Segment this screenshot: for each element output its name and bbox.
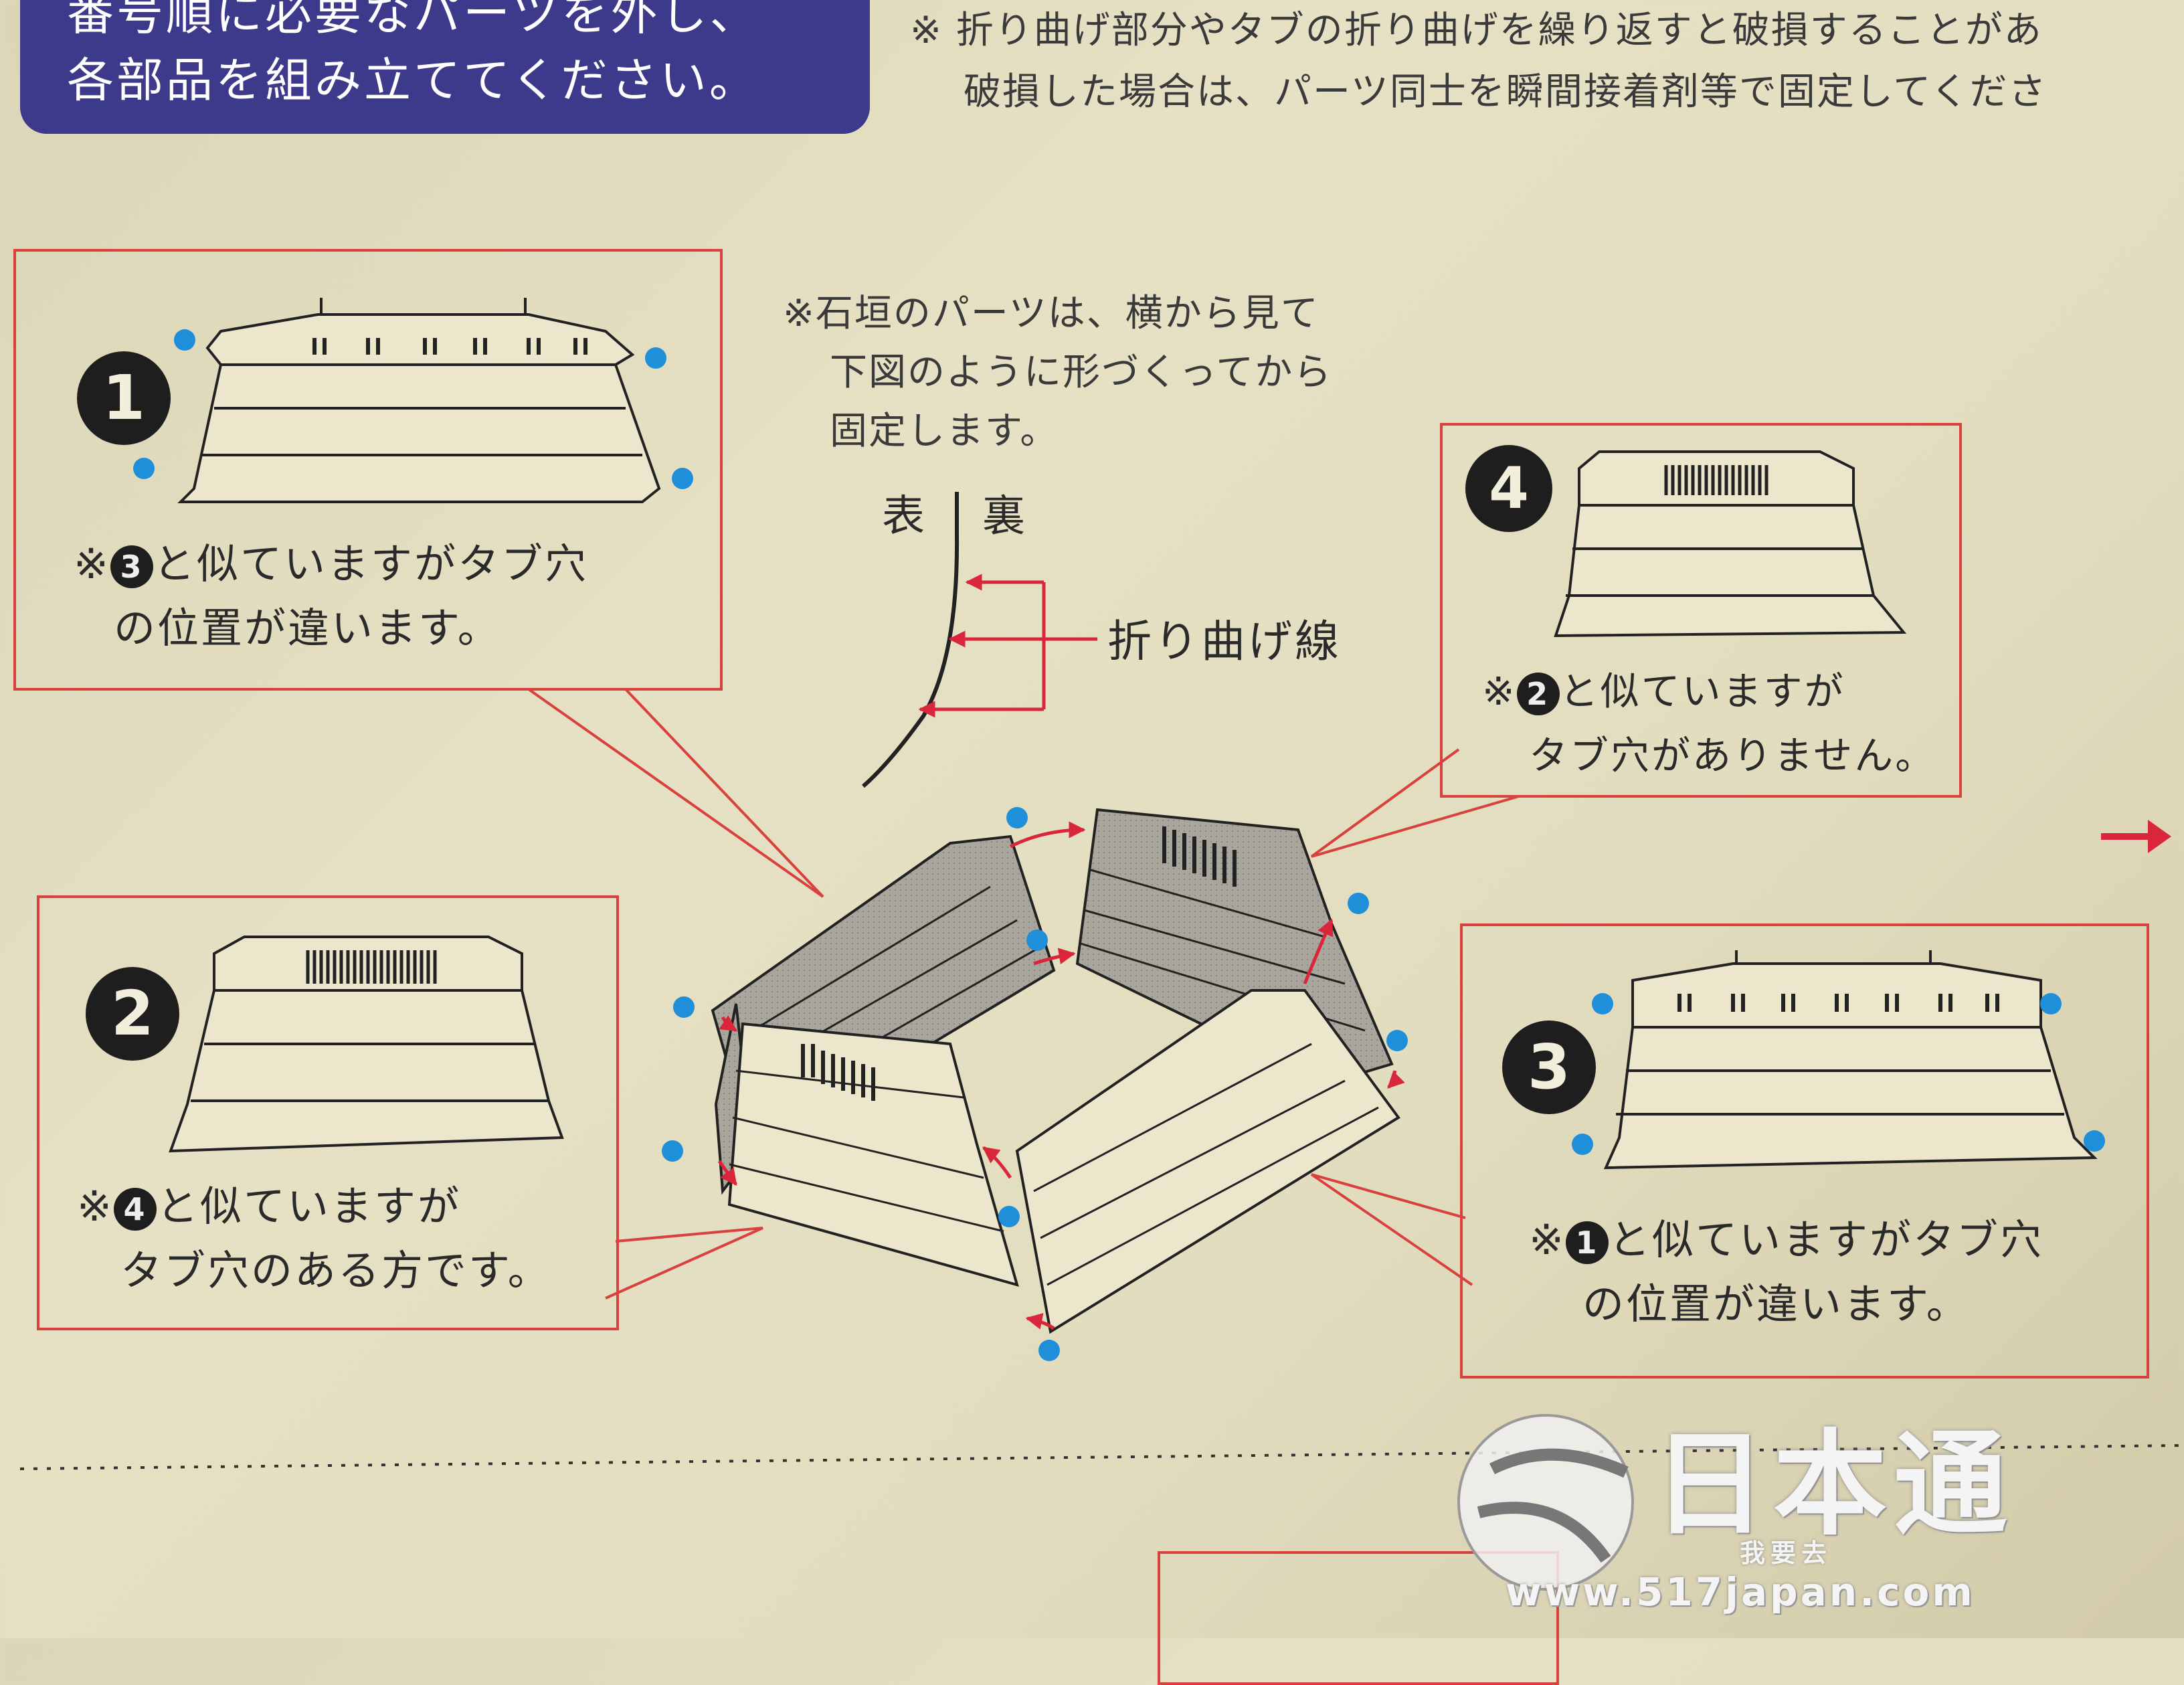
part-number-2: 2	[86, 967, 179, 1061]
watermark-brand: 日本通	[1653, 1419, 2015, 1551]
watermark-sub: 我要去	[1740, 1538, 1833, 1568]
front-label: 表	[882, 492, 929, 541]
warning-line-2: 破損した場合は、パーツ同士を瞬間接着剤等で固定してくださ	[964, 70, 2047, 114]
caption-line-1: と似ていますが	[1559, 669, 1845, 714]
caption-line-1: と似ていますがタブ穴	[153, 539, 588, 588]
part-number-4: 4	[1465, 445, 1552, 532]
callout-part-1	[13, 249, 723, 691]
watermark-logo	[1457, 1414, 1634, 1591]
note-mark: ※	[1482, 669, 1517, 714]
caption-line-2: の位置が違います。	[114, 604, 501, 652]
back-label: 裏	[982, 492, 1029, 541]
warning-notes: ※ 折り曲げ部分やタブの折り曲げを繰り返すと破損することがあ 破損した場合は、パ…	[910, 0, 2047, 123]
caption-line-1: と似ていますが	[156, 1182, 461, 1231]
part-1-drawing	[177, 298, 661, 503]
note-mark: ※	[1529, 1215, 1566, 1264]
part-3-drawing	[1603, 950, 2098, 1170]
watermark-url: www.517japan.com	[1506, 1569, 1975, 1615]
assembly-illustration	[19, 298, 2184, 1591]
assembly-dots	[662, 807, 1408, 1361]
ref-badge: 2	[1516, 672, 1560, 715]
note-mark: ※	[74, 539, 110, 588]
fold-note-line-2: 下図のように形づくってから	[830, 351, 1333, 394]
caption-line-2: の位置が違います。	[1582, 1279, 1970, 1328]
banner-line-1: 番号順に必要なパーツを外し、	[67, 0, 759, 41]
callout-leaders	[527, 688, 1520, 1300]
instruction-banner: 番号順に必要なパーツを外し、 各部品を組み立ててください。	[20, 0, 870, 134]
caption-line-2: タブ穴がありません。	[1529, 733, 1936, 778]
assembly-arrows	[717, 821, 1405, 1330]
ref-badge: 1	[1565, 1221, 1609, 1264]
banner-line-2: 各部品を組み立ててください。	[67, 53, 759, 108]
next-step-arrow	[2101, 820, 2171, 853]
part-2-drawing	[169, 936, 564, 1153]
warning-line-1: ※ 折り曲げ部分やタブの折り曲げを繰り返すと破損することがあ	[910, 9, 2043, 52]
part-number-1: 1	[77, 351, 171, 445]
fold-note-line-3: 固定します。	[830, 410, 1059, 453]
part-number-3: 3	[1502, 1021, 1596, 1114]
callout-part-3	[1460, 923, 2149, 1379]
fold-note-line-1: ※石垣のパーツは、横から見て	[783, 292, 1320, 335]
fold-profile-diagram	[862, 492, 1097, 788]
fold-line-label: 折り曲げ線	[1107, 616, 1342, 667]
caption-line-1: と似ていますがタブ穴	[1608, 1215, 2043, 1264]
caption-line-2: タブ穴のある方です。	[120, 1246, 551, 1295]
part-1-dots	[133, 329, 693, 489]
ref-badge: 3	[110, 545, 153, 588]
part-3-dots	[1572, 993, 2105, 1155]
callout-part-2	[37, 895, 619, 1330]
fold-note: ※石垣のパーツは、横から見て 下図のように形づくってから 固定します。	[783, 284, 1332, 461]
part-4-drawing	[1554, 450, 1907, 638]
note-mark: ※	[77, 1182, 114, 1231]
callout-part-4	[1440, 423, 1962, 798]
ref-badge: 4	[113, 1187, 157, 1231]
